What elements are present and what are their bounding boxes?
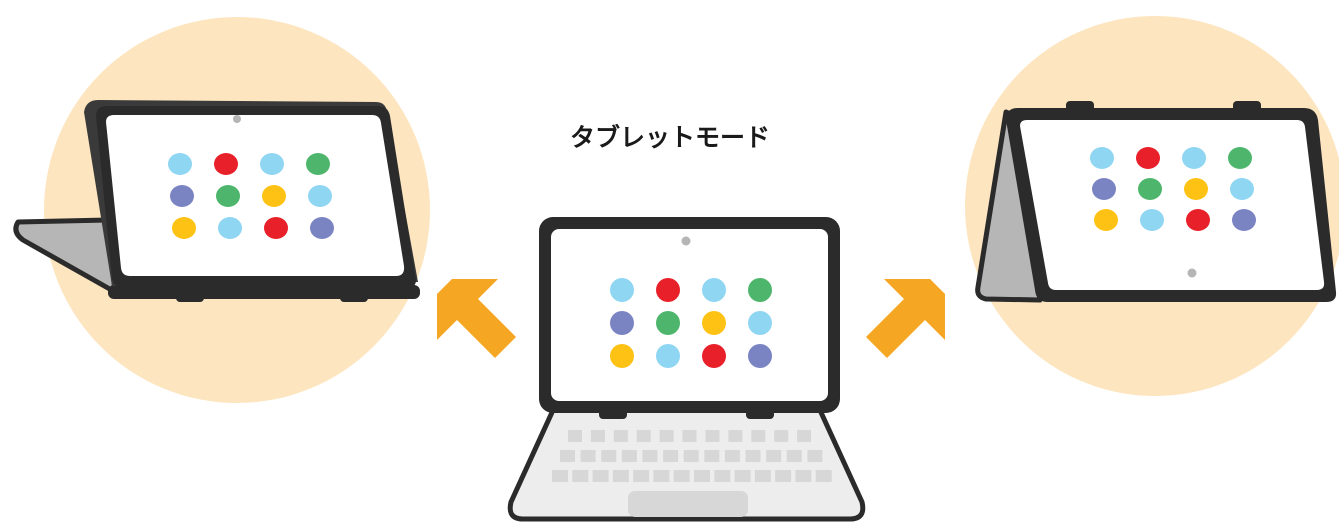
tent-screen <box>1020 120 1325 290</box>
app-dot <box>610 344 634 368</box>
keyboard-key <box>745 450 761 462</box>
app-dot <box>702 311 726 335</box>
keyboard-key <box>704 450 720 462</box>
keyboard-key <box>636 430 651 442</box>
keyboard-key <box>774 430 789 442</box>
app-dot <box>1186 209 1210 231</box>
app-dot <box>1136 147 1160 169</box>
keyboard-key <box>673 470 690 482</box>
diagram-title: タブレットモード <box>570 123 770 152</box>
app-dot <box>702 344 726 368</box>
keyboard-key <box>754 470 771 482</box>
app-dot <box>218 217 242 239</box>
app-dot <box>216 185 240 207</box>
app-dot <box>1182 147 1206 169</box>
keyboard-key <box>580 450 596 462</box>
app-dot <box>748 344 772 368</box>
keyboard-key <box>807 450 823 462</box>
app-dot <box>610 311 634 335</box>
keyboard-key <box>560 450 575 462</box>
app-dot <box>656 278 680 302</box>
keyboard-key <box>728 430 743 442</box>
keyboard-key <box>572 470 589 482</box>
app-dot <box>310 217 334 239</box>
app-dot <box>1228 147 1252 169</box>
keyboard-key <box>613 430 628 442</box>
keyboard-key <box>797 430 812 442</box>
app-dot <box>1232 209 1256 231</box>
app-dot <box>1094 209 1118 231</box>
app-dot <box>214 153 238 175</box>
folded-screen <box>106 115 405 276</box>
app-dot-grid <box>1090 147 1256 231</box>
arrow-up-left-icon <box>437 279 516 358</box>
keyboard-key <box>552 470 568 482</box>
app-dot-grid <box>610 278 772 368</box>
keyboard-key <box>766 450 782 462</box>
app-dot <box>168 153 192 175</box>
folded-hinge-right <box>340 289 368 302</box>
keyboard-key <box>786 450 802 462</box>
keyboard-key <box>751 430 766 442</box>
arrow-up-right-icon <box>866 279 945 358</box>
app-dot <box>610 278 634 302</box>
app-dot <box>170 185 194 207</box>
keyboard-key <box>705 430 720 442</box>
app-dot <box>656 344 680 368</box>
keyboard-key <box>590 430 605 442</box>
app-dot <box>1184 178 1208 200</box>
keyboard-key <box>724 450 740 462</box>
folded-keyboard-base <box>13 217 118 295</box>
camera-dot-icon <box>233 115 241 123</box>
keyboard-key <box>683 450 699 462</box>
keyboard-key <box>653 470 670 482</box>
keyboard-key <box>734 470 751 482</box>
keyboard-key <box>633 470 650 482</box>
keyboard-key <box>682 430 697 442</box>
app-dot <box>1090 147 1114 169</box>
laptop-icon <box>507 217 866 522</box>
app-dot <box>1230 178 1254 200</box>
app-dot <box>702 278 726 302</box>
keyboard-key <box>568 430 582 442</box>
app-dot <box>1138 178 1162 200</box>
keyboard-key <box>663 450 679 462</box>
folded-hinge-left <box>176 289 204 302</box>
app-dot <box>172 217 196 239</box>
app-dot <box>306 153 330 175</box>
app-dot <box>308 185 332 207</box>
keyboard-key <box>694 470 710 482</box>
keyboard-key <box>621 450 637 462</box>
app-dot <box>1140 209 1164 231</box>
keyboard-key <box>795 470 812 482</box>
app-dot <box>1092 178 1116 200</box>
keyboard-key <box>659 430 674 442</box>
keyboard-key <box>592 470 609 482</box>
app-dot <box>262 185 286 207</box>
laptop-screen <box>551 229 828 401</box>
app-dot <box>748 311 772 335</box>
keyboard-key <box>612 470 629 482</box>
app-dot <box>264 217 288 239</box>
keyboard-key <box>714 470 731 482</box>
tent-mode-icon <box>975 101 1337 303</box>
app-dot <box>260 153 284 175</box>
keyboard-key <box>815 470 832 482</box>
camera-dot-icon <box>1187 268 1197 278</box>
keyboard-key <box>775 470 792 482</box>
keyboard-key <box>601 450 617 462</box>
folded-tablet-icon <box>13 100 420 302</box>
app-dot <box>656 311 680 335</box>
keyboard-key <box>642 450 658 462</box>
app-dot-grid <box>168 153 334 239</box>
camera-dot-icon <box>681 236 691 246</box>
keyboard-keys <box>552 430 832 482</box>
app-dot <box>748 278 772 302</box>
laptop-touchpad <box>628 491 748 517</box>
